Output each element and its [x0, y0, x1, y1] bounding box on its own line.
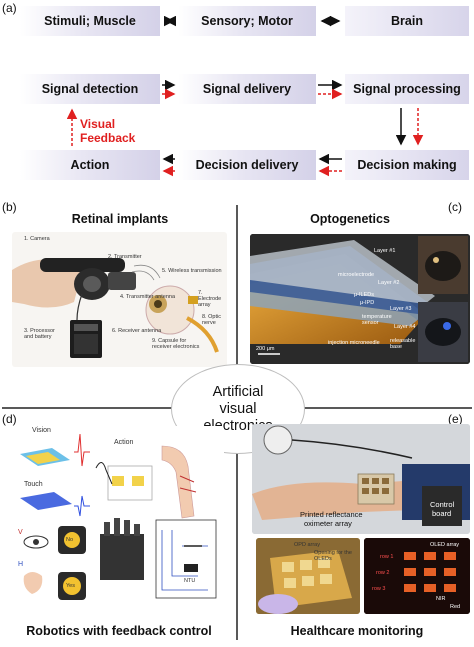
healthcare-oled-photo: OLED array row 1 row 2 row 3 NIR Red [364, 538, 470, 614]
health-label-oled: OLED array [430, 542, 460, 548]
health-label-control: Control [430, 500, 455, 509]
flow-arrows [66, 15, 424, 177]
robot-label-v: V [18, 529, 23, 536]
opto-label-temperature: temperature sensor [362, 314, 392, 326]
box-brain: Brain [345, 6, 469, 36]
opto-scale-bar: 200 μm [256, 346, 275, 352]
box-action: Action [20, 150, 160, 180]
retinal-illustration [12, 258, 219, 358]
panel-label-c: (c) [448, 200, 462, 214]
box-sensory-motor: Sensory; Motor [178, 6, 316, 36]
robotics-figure: Vision Touch Action V H No Yes NTU [12, 426, 224, 604]
retinal-label-antenna: 4. Transmitter antenna [120, 294, 176, 300]
opto-label-needle: injection microneedle [328, 340, 380, 346]
arrow-decision-to-delivery [318, 153, 342, 177]
arrow-detection-delivery [162, 79, 176, 100]
opto-label-layer3: Layer #3 [390, 306, 412, 312]
opto-label-base: releasable base [390, 338, 416, 350]
panel-label-e: (e) [448, 412, 463, 426]
health-label-oximeter: oximeter array [304, 519, 352, 528]
robot-label-touch: Touch [24, 481, 43, 488]
visual-feedback-label: Visual Feedback [80, 117, 136, 145]
retinal-label-wireless: 5. Wireless transmission [162, 268, 222, 274]
retinal-label-optic: 8. Optic nerve [202, 314, 221, 326]
box-signal-detection: Signal detection [20, 74, 160, 104]
robot-label-ntu: NTU [184, 578, 196, 584]
retinal-label-processor: 3. Processor and battery [24, 328, 55, 340]
health-label-row3: row 3 [372, 586, 386, 592]
health-label-nir: NIR [436, 596, 446, 602]
box-signal-delivery: Signal delivery [178, 74, 316, 104]
box-stimuli-muscle: Stimuli; Muscle [20, 6, 160, 36]
opto-label-uipd: μ-IPD [360, 300, 375, 306]
retinal-label-receiver: 6. Receiver antenna [112, 328, 162, 334]
robot-label-no: No [66, 537, 74, 543]
health-label-board: board [432, 509, 452, 518]
healthcare-arm-photo: Printed reflectance oximeter array Contr… [252, 424, 470, 534]
opto-label-layer2: Layer #2 [378, 280, 400, 286]
robotics-illustration [20, 433, 217, 600]
health-label-red: Red [450, 604, 461, 610]
retinal-label-camera: 1. Camera [24, 236, 50, 242]
opto-label-layer4: Layer #4 [394, 324, 416, 330]
healthcare-opd-photo: OPD array Opening for the OLEDs [256, 538, 360, 614]
opd-illustration [256, 538, 360, 614]
arrow-delivery-to-action [162, 153, 175, 177]
optogenetics-figure: Layer #1 Layer #2 Layer #3 Layer #4 micr… [250, 234, 470, 364]
robot-label-action: Action [114, 439, 134, 446]
box-signal-processing: Signal processing [345, 74, 469, 104]
health-label-opening: Opening for the OLEDs [314, 550, 352, 562]
arm-illustration [252, 424, 470, 534]
retinal-label-electrode: 7. Electrode array [198, 290, 222, 308]
healthcare-title: Healthcare monitoring [290, 624, 424, 638]
panel-label-a: (a) [2, 1, 17, 15]
health-label-printed: Printed reflectance [300, 510, 363, 519]
box-decision-making: Decision making [345, 150, 469, 180]
retinal-label-transmitter: 2. Transmitter [108, 254, 142, 260]
robot-label-h: H [18, 561, 24, 568]
optogenetics-title: Optogenetics [310, 212, 390, 226]
opto-label-uiled: μ-ILEDs [354, 292, 374, 298]
health-label-row2: row 2 [376, 570, 390, 576]
retinal-label-capsule: 9. Capsule for receiver electronics [152, 338, 200, 350]
retinal-implant-figure: 1. Camera 2. Transmitter 3. Processor an… [12, 232, 227, 367]
health-label-opd: OPD array [294, 542, 320, 548]
robot-label-yes: Yes [66, 583, 75, 589]
oled-illustration [364, 538, 470, 614]
panel-label-d: (d) [2, 412, 17, 426]
panel-label-b: (b) [2, 200, 17, 214]
box-decision-delivery: Decision delivery [178, 150, 316, 180]
health-label-row1: row 1 [380, 554, 394, 560]
arrow-processing-decision [395, 108, 424, 146]
opto-label-layer1: Layer #1 [374, 248, 396, 254]
retinal-title: Retinal implants [71, 212, 169, 226]
optogenetics-illustration [250, 234, 470, 364]
arrow-delivery-processing [318, 79, 343, 100]
robotics-title: Robotics with feedback control [26, 624, 212, 638]
opto-label-microelectrode: microelectrode [338, 272, 375, 278]
robot-label-vision: Vision [32, 427, 51, 434]
